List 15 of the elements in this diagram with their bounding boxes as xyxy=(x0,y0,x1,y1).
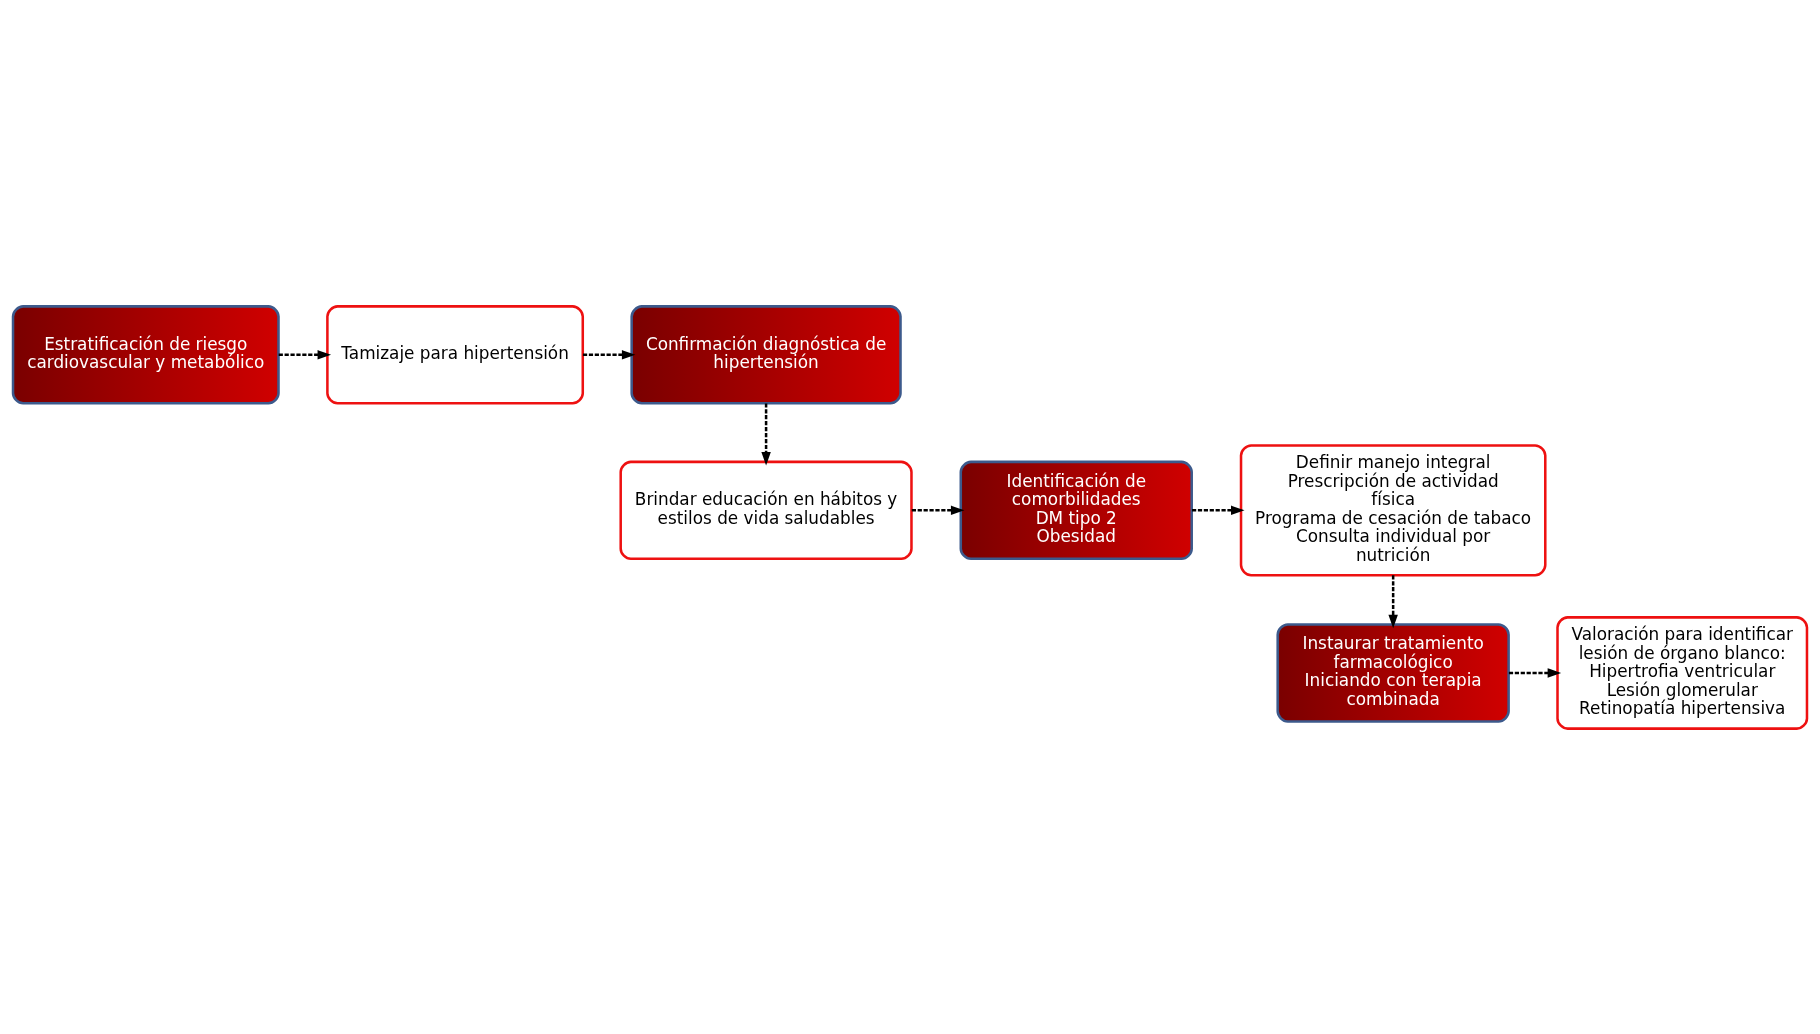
arrow xyxy=(278,349,332,360)
node-box: Tamizaje para hipertensión xyxy=(326,304,585,405)
node-box: Confirmación diagnóstica de hipertensión xyxy=(630,304,902,405)
arrow xyxy=(1388,574,1398,628)
node-box: Definir manejo integral Prescripción de actividad física Programa de cesación de tabaco Consulta individual por nutrición xyxy=(1239,443,1547,576)
arrow xyxy=(582,349,636,360)
arrow xyxy=(1192,505,1245,515)
arrow xyxy=(911,505,965,515)
arrow xyxy=(1508,667,1562,678)
node-box: Estratificación de riesgo cardiovascular y metabólico xyxy=(11,304,280,405)
node-box: Valoración para identificar lesión de órgano blanco: Hipertrofia ventricular Lesión glomerular Retinopatía hipertensiva xyxy=(1556,615,1809,730)
arrow xyxy=(761,403,771,466)
node-box: Brindar educación en hábitos y estilos de vida saludables xyxy=(619,460,913,560)
node-box: Instaurar tratamiento farmacológico Iniciando con terapia combinada xyxy=(1276,622,1510,723)
node-box: Identificación de comorbilidades DM tipo 2 Obesidad xyxy=(959,460,1193,560)
